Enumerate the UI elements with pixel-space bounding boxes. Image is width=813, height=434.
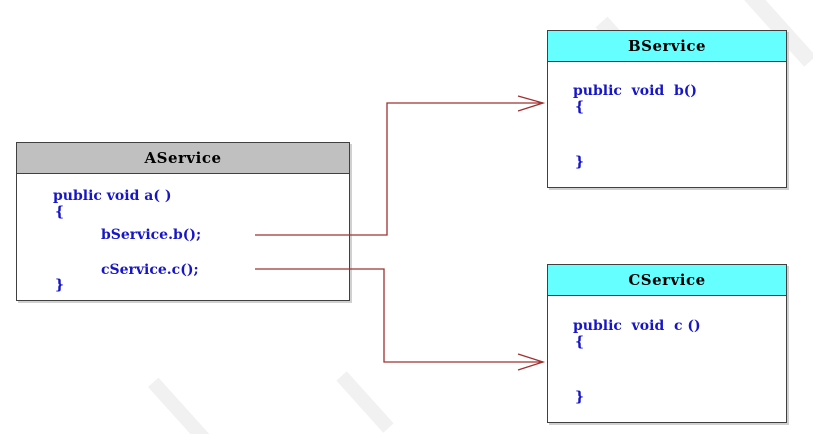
bservice-header: BService	[548, 31, 786, 62]
arrow-b-call-to-bservice	[255, 102, 543, 236]
aservice-box: AService public void a( ) { bService.b()…	[16, 142, 350, 301]
arrowhead-bservice-icon	[517, 95, 546, 112]
aservice-signature: public void a( )	[53, 188, 172, 204]
cservice-header: CService	[548, 265, 786, 296]
aservice-call-c: cService.c();	[101, 262, 199, 278]
bservice-box: BService public void b() { }	[547, 30, 787, 188]
aservice-header: AService	[17, 143, 349, 174]
aservice-open-brace: {	[55, 204, 65, 220]
cservice-box: CService public void c () { }	[547, 264, 787, 423]
aservice-close-brace: }	[55, 277, 65, 293]
bservice-signature: public void b()	[573, 83, 698, 99]
arrow-c-call-to-cservice	[255, 268, 543, 363]
bservice-open-brace: {	[575, 99, 585, 115]
cservice-close-brace: }	[575, 389, 585, 405]
cservice-open-brace: {	[575, 334, 585, 350]
bservice-title: BService	[627, 37, 707, 55]
aservice-call-b: bService.b();	[101, 227, 202, 243]
bservice-close-brace: }	[575, 154, 585, 170]
cservice-signature: public void c ()	[573, 318, 701, 334]
aservice-title: AService	[144, 149, 222, 167]
arrowhead-cservice-icon	[517, 353, 546, 371]
cservice-title: CService	[628, 271, 706, 289]
